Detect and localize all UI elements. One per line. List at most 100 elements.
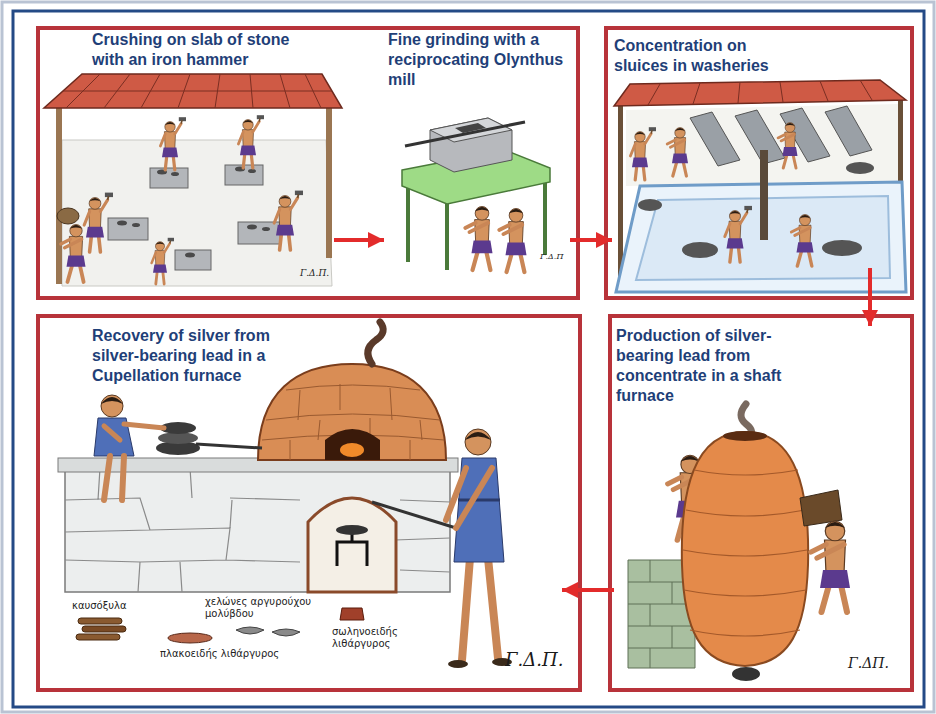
item-label: σωληνοειδής λιθάργυρος <box>332 626 424 649</box>
washery <box>614 80 906 292</box>
crushing-shed <box>108 165 280 270</box>
step-title: Concentration on sluices in washeries <box>614 36 794 76</box>
item-label: πλακοειδής λιθάργυρος <box>160 648 279 660</box>
standing-worker <box>456 468 492 528</box>
cupellation-furnace <box>336 525 368 535</box>
standing-worker <box>465 432 491 440</box>
standing-worker <box>465 429 491 455</box>
washery <box>725 206 752 262</box>
panel-frame <box>38 28 578 298</box>
item-sketch <box>76 634 120 640</box>
crushing-shed <box>57 208 79 224</box>
panel-frame <box>610 316 912 690</box>
olynthus-mill <box>402 118 550 272</box>
crushing-shed <box>117 167 270 258</box>
flow-arrow <box>868 268 872 326</box>
crushing-shed <box>117 221 127 226</box>
shaft-furnace <box>628 404 850 681</box>
item-sketch <box>236 627 264 634</box>
item-sketch <box>82 626 126 632</box>
washery <box>648 80 872 105</box>
washery <box>630 127 656 180</box>
olynthus-mill <box>543 182 547 255</box>
crushing-shed <box>44 74 342 108</box>
artist-signature: Γ.Δ.Π. <box>505 650 563 671</box>
crushing-shed <box>84 193 113 252</box>
standing-worker <box>462 558 470 660</box>
crushing-shed <box>274 191 303 250</box>
cupellation-furnace <box>308 498 396 592</box>
crushing-shed <box>171 172 179 176</box>
crushing-shed <box>56 108 62 284</box>
step-box: Crushing on slab of stone with an iron h… <box>42 30 334 292</box>
item-sketch <box>340 608 364 620</box>
seated-worker <box>101 395 123 417</box>
crushing-shed <box>238 222 280 244</box>
artist-signature: Γ.Δ.Π. <box>300 268 329 278</box>
seated-worker <box>122 456 124 500</box>
crushing-shed <box>262 227 270 231</box>
cupellation-furnace <box>262 384 444 460</box>
seated-worker <box>196 444 262 448</box>
shaft-furnace <box>732 667 760 681</box>
crushing-shed <box>61 225 86 282</box>
outer-frame <box>13 11 924 707</box>
shaft-furnace <box>723 431 767 441</box>
panel-frame <box>606 28 912 298</box>
seated-worker <box>94 395 262 500</box>
washery <box>760 150 768 240</box>
standing-worker <box>448 660 468 668</box>
step-title: Production of silver-bearing lead from c… <box>616 326 816 406</box>
olynthus-mill <box>499 208 526 272</box>
step-title: Recovery of silver from silver-bearing l… <box>92 326 312 386</box>
crushing-shed <box>247 225 257 230</box>
shaft-furnace <box>683 470 807 636</box>
step-box: Concentration on sluices in washeries <box>612 32 904 268</box>
step-box: Recovery of silver from silver-bearing l… <box>42 326 562 686</box>
crushing-shed <box>326 108 332 258</box>
panel-frame <box>38 316 580 690</box>
seated-worker <box>104 426 120 440</box>
flow-arrow <box>562 588 614 592</box>
olynthus-mill <box>406 186 410 262</box>
cupellation-furnace <box>258 364 446 460</box>
crushing-shed <box>185 253 195 258</box>
crushing-shed <box>152 238 174 284</box>
item-sketch <box>272 629 300 636</box>
step-box: Production of silver-bearing lead from c… <box>614 326 906 686</box>
crushing-shed <box>44 74 342 286</box>
crushing-shed <box>108 218 148 240</box>
crushing-shed <box>150 168 188 188</box>
crushing-shed <box>238 115 264 168</box>
washery <box>846 162 874 174</box>
step-title: Fine grinding with a reciprocating Olynt… <box>388 30 568 90</box>
olynthus-mill <box>445 204 449 270</box>
shaft-furnace <box>811 521 850 612</box>
standing-worker <box>458 499 500 502</box>
item-label: καυσόξυλα <box>72 600 127 612</box>
washery <box>682 242 718 258</box>
cupellation-furnace <box>340 443 364 457</box>
seated-worker <box>104 456 110 500</box>
flow-arrow <box>334 238 384 242</box>
olynthus-mill <box>405 122 525 146</box>
washery <box>778 123 798 168</box>
cupellation-furnace <box>325 429 380 460</box>
panel-frame <box>38 28 912 690</box>
flow-arrow <box>570 238 612 242</box>
olynthus-mill <box>465 206 492 270</box>
washery <box>690 112 740 166</box>
artist-signature: Γ.Δ.Π <box>540 252 563 261</box>
crushing-shed <box>132 223 140 227</box>
crushing-shed <box>160 117 186 170</box>
washery <box>638 199 662 211</box>
crushing-shed <box>63 74 332 108</box>
cupellation-furnace <box>368 322 383 364</box>
step-title: Crushing on slab of stone with an iron h… <box>92 30 307 70</box>
item-sketch <box>78 618 122 624</box>
washery <box>614 80 906 106</box>
